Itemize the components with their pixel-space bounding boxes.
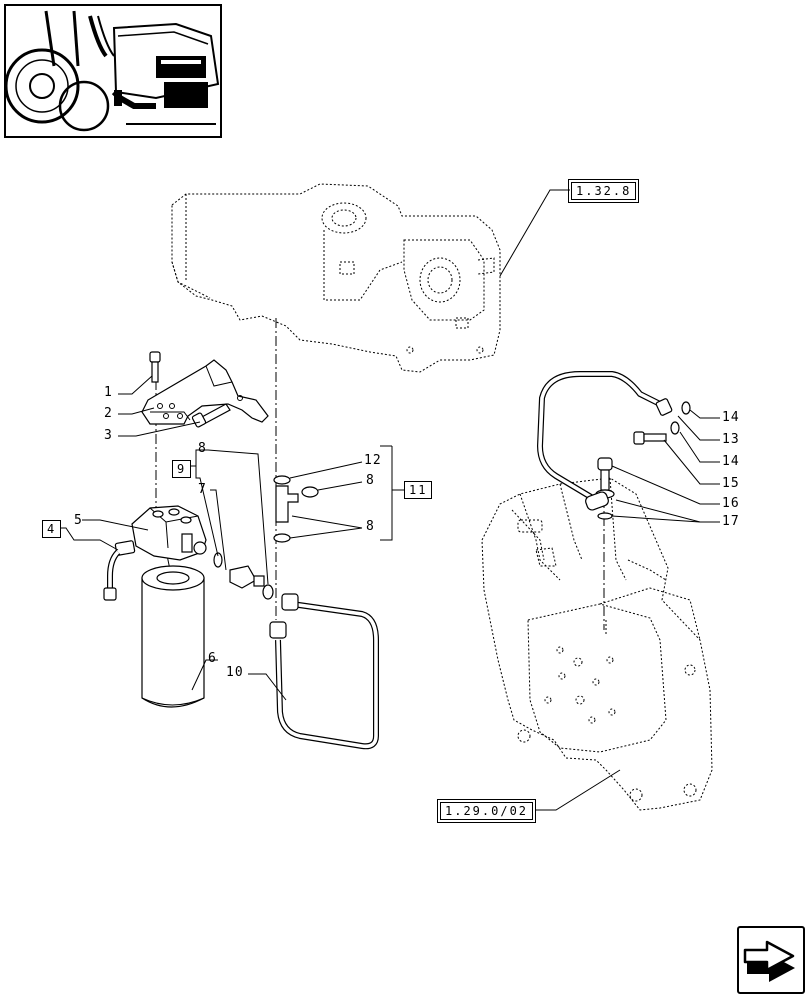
callout-14-lower: 14 xyxy=(722,454,740,469)
reference-box-1-32-8[interactable]: 1.32.8 xyxy=(567,179,640,203)
callout-17: 17 xyxy=(722,514,740,529)
leader-lines xyxy=(54,189,720,811)
callout-15: 15 xyxy=(722,476,740,491)
elbow-fitting xyxy=(103,540,136,601)
callout-7: 7 xyxy=(198,482,207,497)
callout-2: 2 xyxy=(104,406,113,421)
callout-box-11: 11 xyxy=(404,481,433,499)
assembly-center-lines xyxy=(155,318,605,630)
o-ring-7 xyxy=(213,552,223,568)
bolt-3 xyxy=(191,403,231,428)
callout-14-upper: 14 xyxy=(722,410,740,425)
callout-13: 13 xyxy=(722,432,740,447)
lower-valve-body-phantom xyxy=(481,477,713,811)
banjo-bolt-16 xyxy=(585,457,615,520)
pipe-13 xyxy=(536,371,691,503)
callout-1: 1 xyxy=(104,385,113,400)
callout-12: 12 xyxy=(364,453,382,468)
callout-box-9: 9 xyxy=(172,460,192,478)
filter-head xyxy=(131,505,207,561)
tractor-location-icon xyxy=(4,6,220,136)
bolt-1 xyxy=(149,351,161,383)
tractor-thumbnail xyxy=(4,4,222,138)
callout-box-4: 4 xyxy=(42,520,62,538)
callout-8-upper: 8 xyxy=(366,473,375,488)
next-page-arrow-icon xyxy=(743,940,795,982)
next-page-button[interactable] xyxy=(737,926,805,994)
callout-8-left: 8 xyxy=(198,441,207,456)
tee-fitting xyxy=(273,475,319,543)
callout-16: 16 xyxy=(722,496,740,511)
callout-5: 5 xyxy=(74,513,83,528)
filter-bracket xyxy=(141,359,269,425)
bolt-15 xyxy=(633,431,667,445)
callout-10: 10 xyxy=(226,665,244,680)
callout-8-lower: 8 xyxy=(366,519,375,534)
filter-canister xyxy=(141,565,205,708)
upper-housing-phantom xyxy=(171,183,501,373)
reference-box-1-29-0-02[interactable]: 1.29.0/02 xyxy=(436,799,537,823)
adapter-fitting xyxy=(229,565,274,600)
callout-3: 3 xyxy=(104,428,113,443)
pipe-10 xyxy=(269,593,379,750)
callout-6: 6 xyxy=(208,651,217,666)
